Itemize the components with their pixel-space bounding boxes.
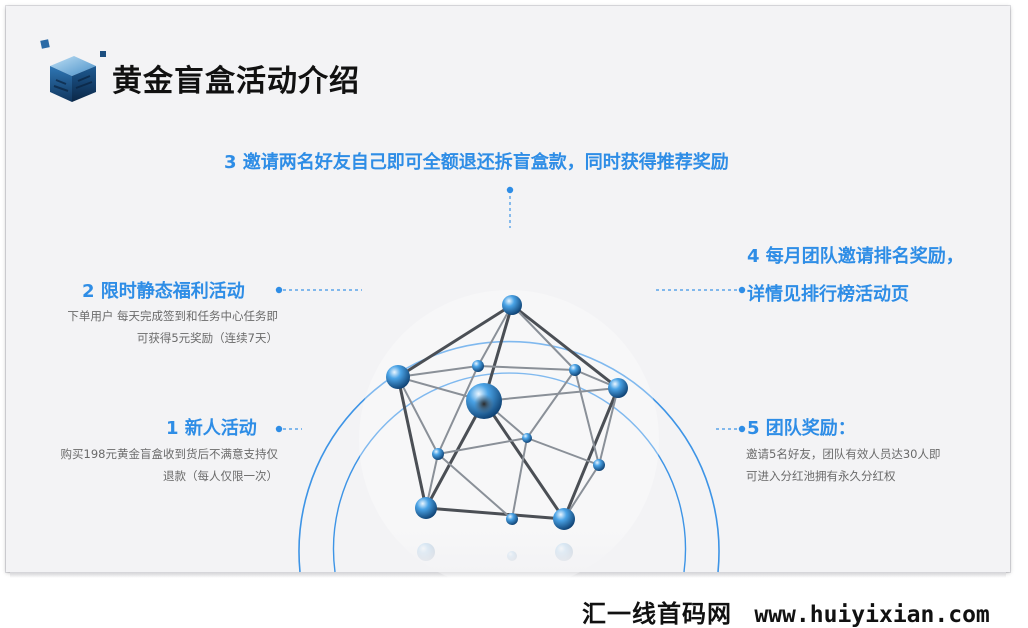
item5-description: 邀请5名好友，团队有效人员达30人即可进入分红池拥有永久分红权 [746,447,941,483]
item2-description: 下单用户 每天完成签到和任务中心任务即可获得5元奖励（连续7天） [67,309,278,345]
footer-url[interactable]: www.huiyixian.com [754,602,990,628]
item4-heading-line2: 详情见排行榜活动页 [747,284,909,305]
outer-arc [298,340,720,573]
footer-watermark: 汇一线首码网 www.huiyixian.com [582,594,990,628]
item2-heading: 2 限时静态福利活动 [82,281,245,302]
inner-arc [332,372,687,573]
page-title: 黄金盲盒活动介绍 [112,64,360,99]
item5-heading: 5 团队奖励： [747,418,856,439]
network-edges-thin [397,304,619,520]
slide-shadow [10,572,1006,578]
item1-heading: 1 新人活动 [166,418,257,439]
slide-canvas [6,6,1010,572]
network-edges-thick [396,303,620,521]
connector-dots [275,186,746,433]
connector-lines [283,190,738,430]
footer-site-name: 汇一线首码网 [582,600,732,628]
cube-logo-icon [40,39,106,102]
item3-heading: 3 邀请两名好友自己即可全额退还拆盲盒款，同时获得推荐奖励 [224,152,729,173]
item1-description: 购买198元黄金盲盒收到货后不满意支持仅退款（每人仅限一次） [60,447,278,483]
item4-heading-line1: 4 每月团队邀请排名奖励， [747,246,964,267]
network-nodes [386,295,628,530]
